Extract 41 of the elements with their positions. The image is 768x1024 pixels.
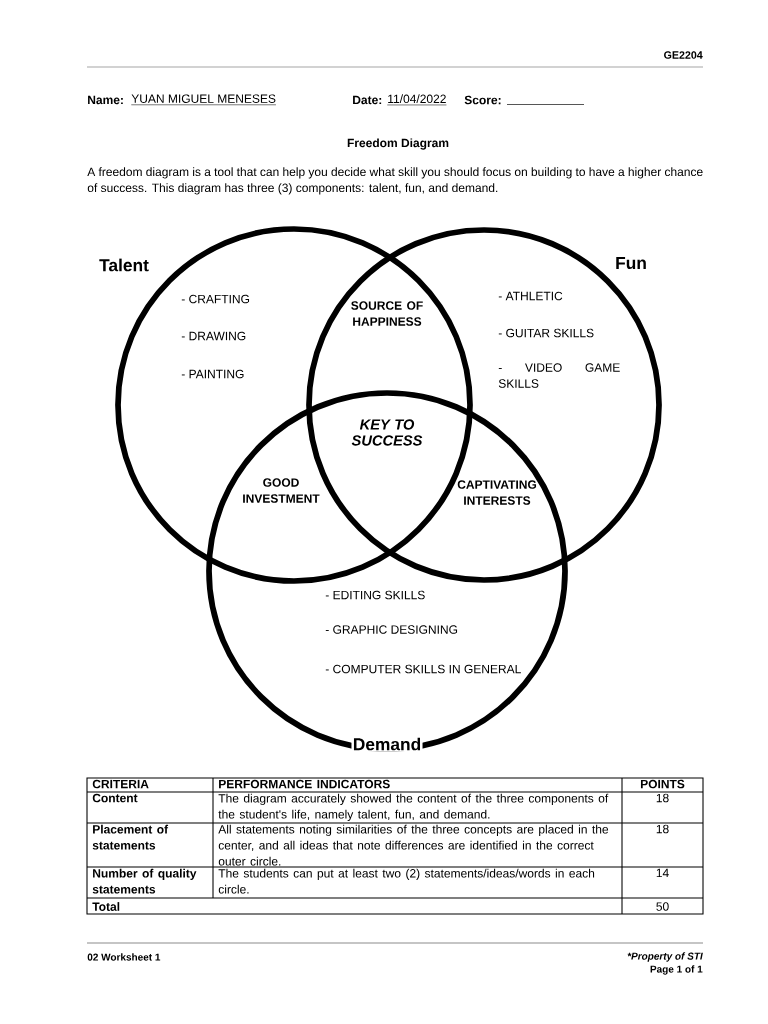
circle-heading: Talent (97, 257, 151, 273)
list-item: - GUITAR SKILLS (498, 328, 594, 338)
document-code: GE2204 (664, 51, 703, 59)
list-item: - ATHLETIC (498, 291, 563, 301)
points-value: 50 (656, 902, 669, 911)
list-item: - CRAFTING (181, 294, 250, 304)
name-value: YUAN MIGUEL MENESES (131, 94, 277, 106)
date-value: 11/04/2022 (387, 94, 447, 106)
criteria-text: Placement of statements (92, 824, 169, 850)
list-item: - DRAWING (181, 331, 246, 341)
field-label: Score: (464, 95, 501, 105)
list-item: - PAINTING (181, 369, 244, 379)
table-header: PERFORMANCE INDICATORS (219, 779, 390, 789)
worksheet-title: Freedom Diagram (347, 138, 449, 150)
circle-heading: Fun (613, 255, 649, 271)
list-item: - VIDEO GAME SKILLS (498, 363, 620, 388)
region-label: SOURCE OF HAPPINESS (351, 301, 423, 326)
list-item: - COMPUTER SKILLS IN GENERAL (325, 664, 521, 674)
points-value: 18 (656, 793, 669, 803)
footer-text: *Property of STI (627, 952, 703, 962)
indicator-text: All statements noting similarities of the three concepts are placed in the center, and all ideas that note differences are identified in the correct outer circle. (218, 824, 609, 866)
criteria-text: Number of quality statements (92, 868, 197, 894)
footer-text: 02 Worksheet 1 (87, 953, 161, 961)
criteria-text: Total (92, 902, 120, 911)
field-label: Date: (353, 95, 382, 105)
table-header: CRITERIA (92, 779, 149, 789)
points-value: 14 (656, 868, 669, 878)
list-item: - GRAPHIC DESIGNING (325, 625, 458, 634)
table-header: POINTS (640, 779, 685, 789)
circle-heading: Demand (351, 736, 423, 752)
region-label: GOOD INVESTMENT (243, 478, 320, 503)
list-item: - EDITING SKILLS (325, 590, 425, 600)
criteria-text: Content (92, 793, 138, 803)
region-label: KEY TO SUCCESS (351, 419, 423, 446)
indicator-text: The students can put at least two (2) statements/ideas/words in each circle. (218, 868, 595, 894)
intro-paragraph: A freedom diagram is a tool that can help you decide what skill you should focus on building to have a higher chance of success. This diagram has three (3) components: talent, fun, and demand. (87, 167, 703, 195)
field-label: Name: (88, 95, 123, 105)
region-label: CAPTIVATING INTERESTS (457, 480, 537, 505)
indicator-text: The diagram accurately showed the content of the three components of the student's life, namely talent, fun, and demand. (218, 793, 609, 821)
footer-text: Page 1 of 1 (650, 965, 703, 975)
points-value: 18 (656, 824, 669, 834)
